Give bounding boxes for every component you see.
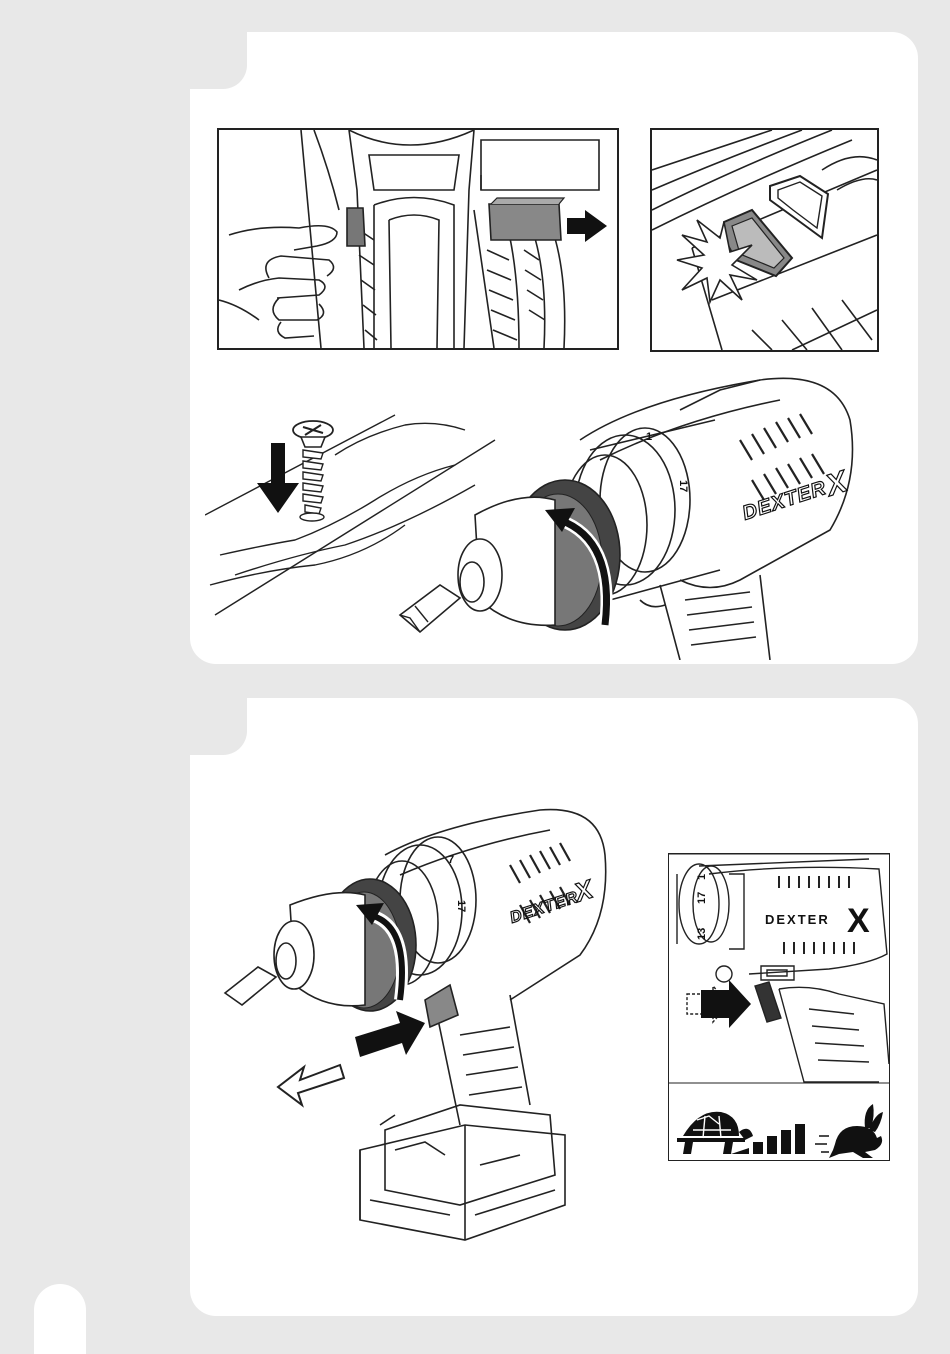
brand-label: DEXTER — [765, 912, 830, 927]
trigger-speed-drawing: DEXTER X 13 17 1 — [669, 854, 889, 1160]
clutch-number: 1 — [646, 431, 652, 443]
step-1-tab — [190, 32, 247, 89]
rabbit-icon — [815, 1104, 883, 1158]
click-icon — [652, 130, 877, 350]
turtle-icon — [677, 1112, 753, 1154]
clutch-number: 17 — [455, 900, 467, 912]
release-button-icon — [219, 130, 617, 348]
step-2-tab — [190, 698, 247, 755]
page-number-tab — [34, 1284, 86, 1354]
clutch-number: 13 — [696, 928, 708, 940]
drill-illustration-step-1: DEXTER X 1 17 — [380, 360, 860, 660]
clutch-number: 17 — [696, 892, 708, 904]
drill-illustration-step-2: DEXTER X 17 7 — [220, 805, 610, 1245]
trigger-speed-figure: DEXTER X 13 17 1 — [668, 853, 890, 1161]
brand-mark: X — [847, 902, 872, 940]
clutch-number: 1 — [696, 874, 708, 880]
release-button-figure — [217, 128, 619, 350]
click-figure — [650, 128, 879, 352]
clutch-number: 7 — [448, 854, 454, 866]
clutch-number: 17 — [677, 480, 689, 492]
brand-label: DEXTER — [508, 889, 581, 927]
